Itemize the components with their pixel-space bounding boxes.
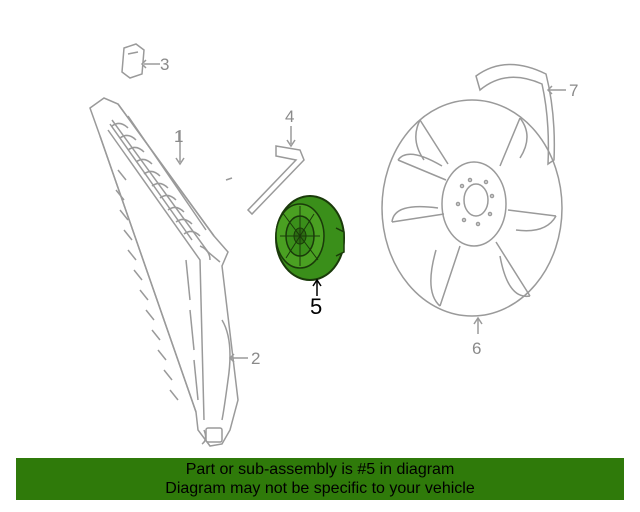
banner-line-2: Diagram may not be specific to your vehi… [165,480,475,497]
part-3-clip [121,43,160,79]
callout-2: 2 [251,349,260,368]
part-4-bracket [246,126,305,216]
info-banner: Part or sub-assembly is #5 in diagram Di… [16,458,624,500]
callout-7: 7 [569,81,578,100]
callout-5: 5 [310,294,322,319]
banner-line-1: Part or sub-assembly is #5 in diagram [185,461,455,478]
callout-6: 6 [472,339,481,358]
part-2-shroud-leader [221,319,248,421]
part-6-fan [381,99,563,334]
callout-1: 1 [174,127,183,146]
part-7-shroud [475,63,566,166]
callout-4: 4 [285,107,294,126]
part-1-radiator [89,97,239,447]
callout-3: 3 [160,55,169,74]
part-5-fan-clutch [275,195,345,296]
